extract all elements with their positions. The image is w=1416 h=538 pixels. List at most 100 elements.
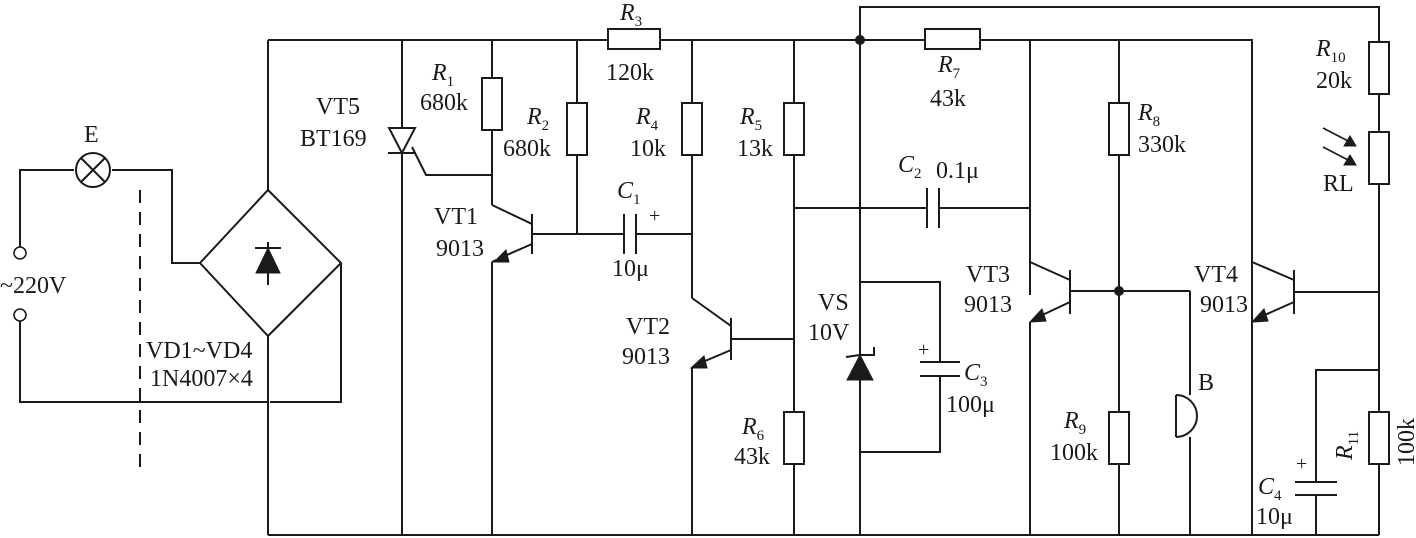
- c3-top-wire: [860, 281, 941, 362]
- resistor-r1: [481, 77, 503, 131]
- vt1-part: 9013: [436, 236, 484, 262]
- ac-terminal-top: [13, 246, 27, 260]
- c1-label: C1: [617, 178, 641, 208]
- resistor-r4: [681, 102, 703, 156]
- vt4-name: VT4: [1194, 262, 1238, 288]
- ac-source-section: ~220V E VD1~VD4 1N4007×4: [0, 40, 343, 535]
- r10-label: R10: [1315, 36, 1346, 66]
- r6-value: 43k: [734, 444, 770, 470]
- microphone-icon: [1175, 394, 1198, 438]
- resistor-r8: [1108, 102, 1130, 156]
- zener-vs: VS 10V: [808, 40, 941, 535]
- capacitor-c3: + C3 100μ: [860, 339, 995, 453]
- photoresistor-rl: [1368, 131, 1390, 185]
- r1-value: 680k: [420, 90, 468, 116]
- c1-value: 10μ: [612, 256, 649, 282]
- r2-label: R2: [526, 104, 549, 134]
- transistor-vt3: VT3 9013: [964, 40, 1190, 535]
- zener-icon: [846, 353, 874, 381]
- r9-value: 100k: [1050, 440, 1098, 466]
- photoresistor-name: RL: [1323, 171, 1354, 197]
- resistor-r10: [1368, 41, 1390, 95]
- vt3-part: 9013: [964, 292, 1012, 318]
- r9-label: R9: [1063, 408, 1086, 438]
- c3-label: C3: [964, 360, 988, 390]
- r6-label: R6: [741, 414, 765, 444]
- thyristor-part: BT169: [300, 126, 367, 152]
- r7-label: R7: [937, 52, 961, 82]
- bridge-part: 1N4007×4: [150, 366, 253, 392]
- capacitor-c1: + C1 10μ: [612, 178, 692, 282]
- transistor-vt4: VT4 9013: [1194, 261, 1379, 323]
- transistor-vt1: VT1 9013: [434, 204, 618, 535]
- r10-value: 20k: [1316, 68, 1352, 94]
- top-rail: [268, 39, 1253, 535]
- thyristor-name: VT5: [316, 94, 360, 120]
- c3-value: 100μ: [946, 392, 995, 418]
- wire-source-top: [19, 169, 74, 247]
- r11-value: 100k: [1394, 418, 1416, 466]
- thyristor-vt5: VT5 BT169: [300, 40, 492, 535]
- ac-voltage-label: ~220V: [0, 273, 67, 299]
- zener-name: VS: [818, 290, 849, 316]
- thyristor-gate: [411, 146, 492, 176]
- capacitor-c4: + C4 10μ: [1256, 369, 1379, 535]
- r2-value: 680k: [503, 136, 551, 162]
- c3-bottom-wire: [860, 376, 941, 453]
- c4-plus: +: [1296, 453, 1307, 475]
- r4-label: R4: [635, 104, 659, 134]
- r5-value: 13k: [737, 136, 773, 162]
- r1-label: R1: [431, 60, 454, 90]
- resistor-r3: [607, 28, 661, 50]
- resistor-r9: [1108, 411, 1130, 465]
- vt3-name: VT3: [966, 262, 1010, 288]
- vt4-part: 9013: [1200, 292, 1248, 318]
- c2-label: C2: [898, 152, 922, 182]
- r7-value: 43k: [930, 86, 966, 112]
- r3-label: R3: [619, 0, 642, 30]
- vt2-part: 9013: [622, 344, 670, 370]
- bridge-rectifier: VD1~VD4 1N4007×4: [146, 188, 343, 392]
- bridge-diode-icon: [255, 246, 281, 274]
- resistor-r7: [924, 28, 981, 50]
- vt2-emitter-arrow: [689, 355, 708, 369]
- zener-value: 10V: [808, 320, 850, 346]
- resistor-r5: [783, 102, 805, 156]
- transistor-vt2: VT2 9013: [622, 234, 794, 535]
- wire-lamp-to-bridge: [112, 169, 200, 264]
- r8-value: 330k: [1138, 132, 1186, 158]
- resistor-r2: [566, 102, 588, 156]
- vt3-emitter-arrow: [1028, 308, 1047, 323]
- c4-top-wire: [1315, 369, 1379, 482]
- vt1-emitter-arrow: [492, 249, 510, 263]
- wire-bridge-right: [270, 263, 342, 403]
- lamp-icon: [75, 152, 111, 188]
- r4-value: 10k: [630, 136, 666, 162]
- light-arrows-icon: [1322, 127, 1357, 166]
- vt4-emitter-arrow: [1250, 308, 1269, 323]
- r5-label: R5: [739, 104, 762, 134]
- thyristor-icon: [387, 127, 417, 156]
- c3-plus: +: [918, 339, 929, 361]
- wire-source-bottom: [19, 321, 268, 403]
- r11-label: R11: [1332, 431, 1362, 461]
- vt2-name: VT2: [626, 314, 670, 340]
- microphone-name: B: [1198, 370, 1214, 396]
- lamp-label: E: [84, 122, 99, 148]
- resistor-r11: [1368, 411, 1390, 465]
- resistor-r6: [783, 411, 805, 465]
- c1-plus: +: [649, 205, 660, 227]
- c2-value: 0.1μ: [936, 158, 979, 184]
- c4-value: 10μ: [1256, 504, 1293, 530]
- r8-label: R8: [1137, 100, 1160, 130]
- bridge-name: VD1~VD4: [146, 338, 252, 364]
- microphone-b: B: [1175, 291, 1214, 535]
- lamp-e: E: [75, 122, 111, 188]
- ac-terminal-bottom: [13, 308, 27, 322]
- vt1-name: VT1: [434, 204, 478, 230]
- zener-bar: [845, 347, 875, 358]
- upper-loop-wire: [859, 6, 1380, 42]
- r3-value: 120k: [606, 60, 654, 86]
- c4-label: C4: [1258, 474, 1282, 504]
